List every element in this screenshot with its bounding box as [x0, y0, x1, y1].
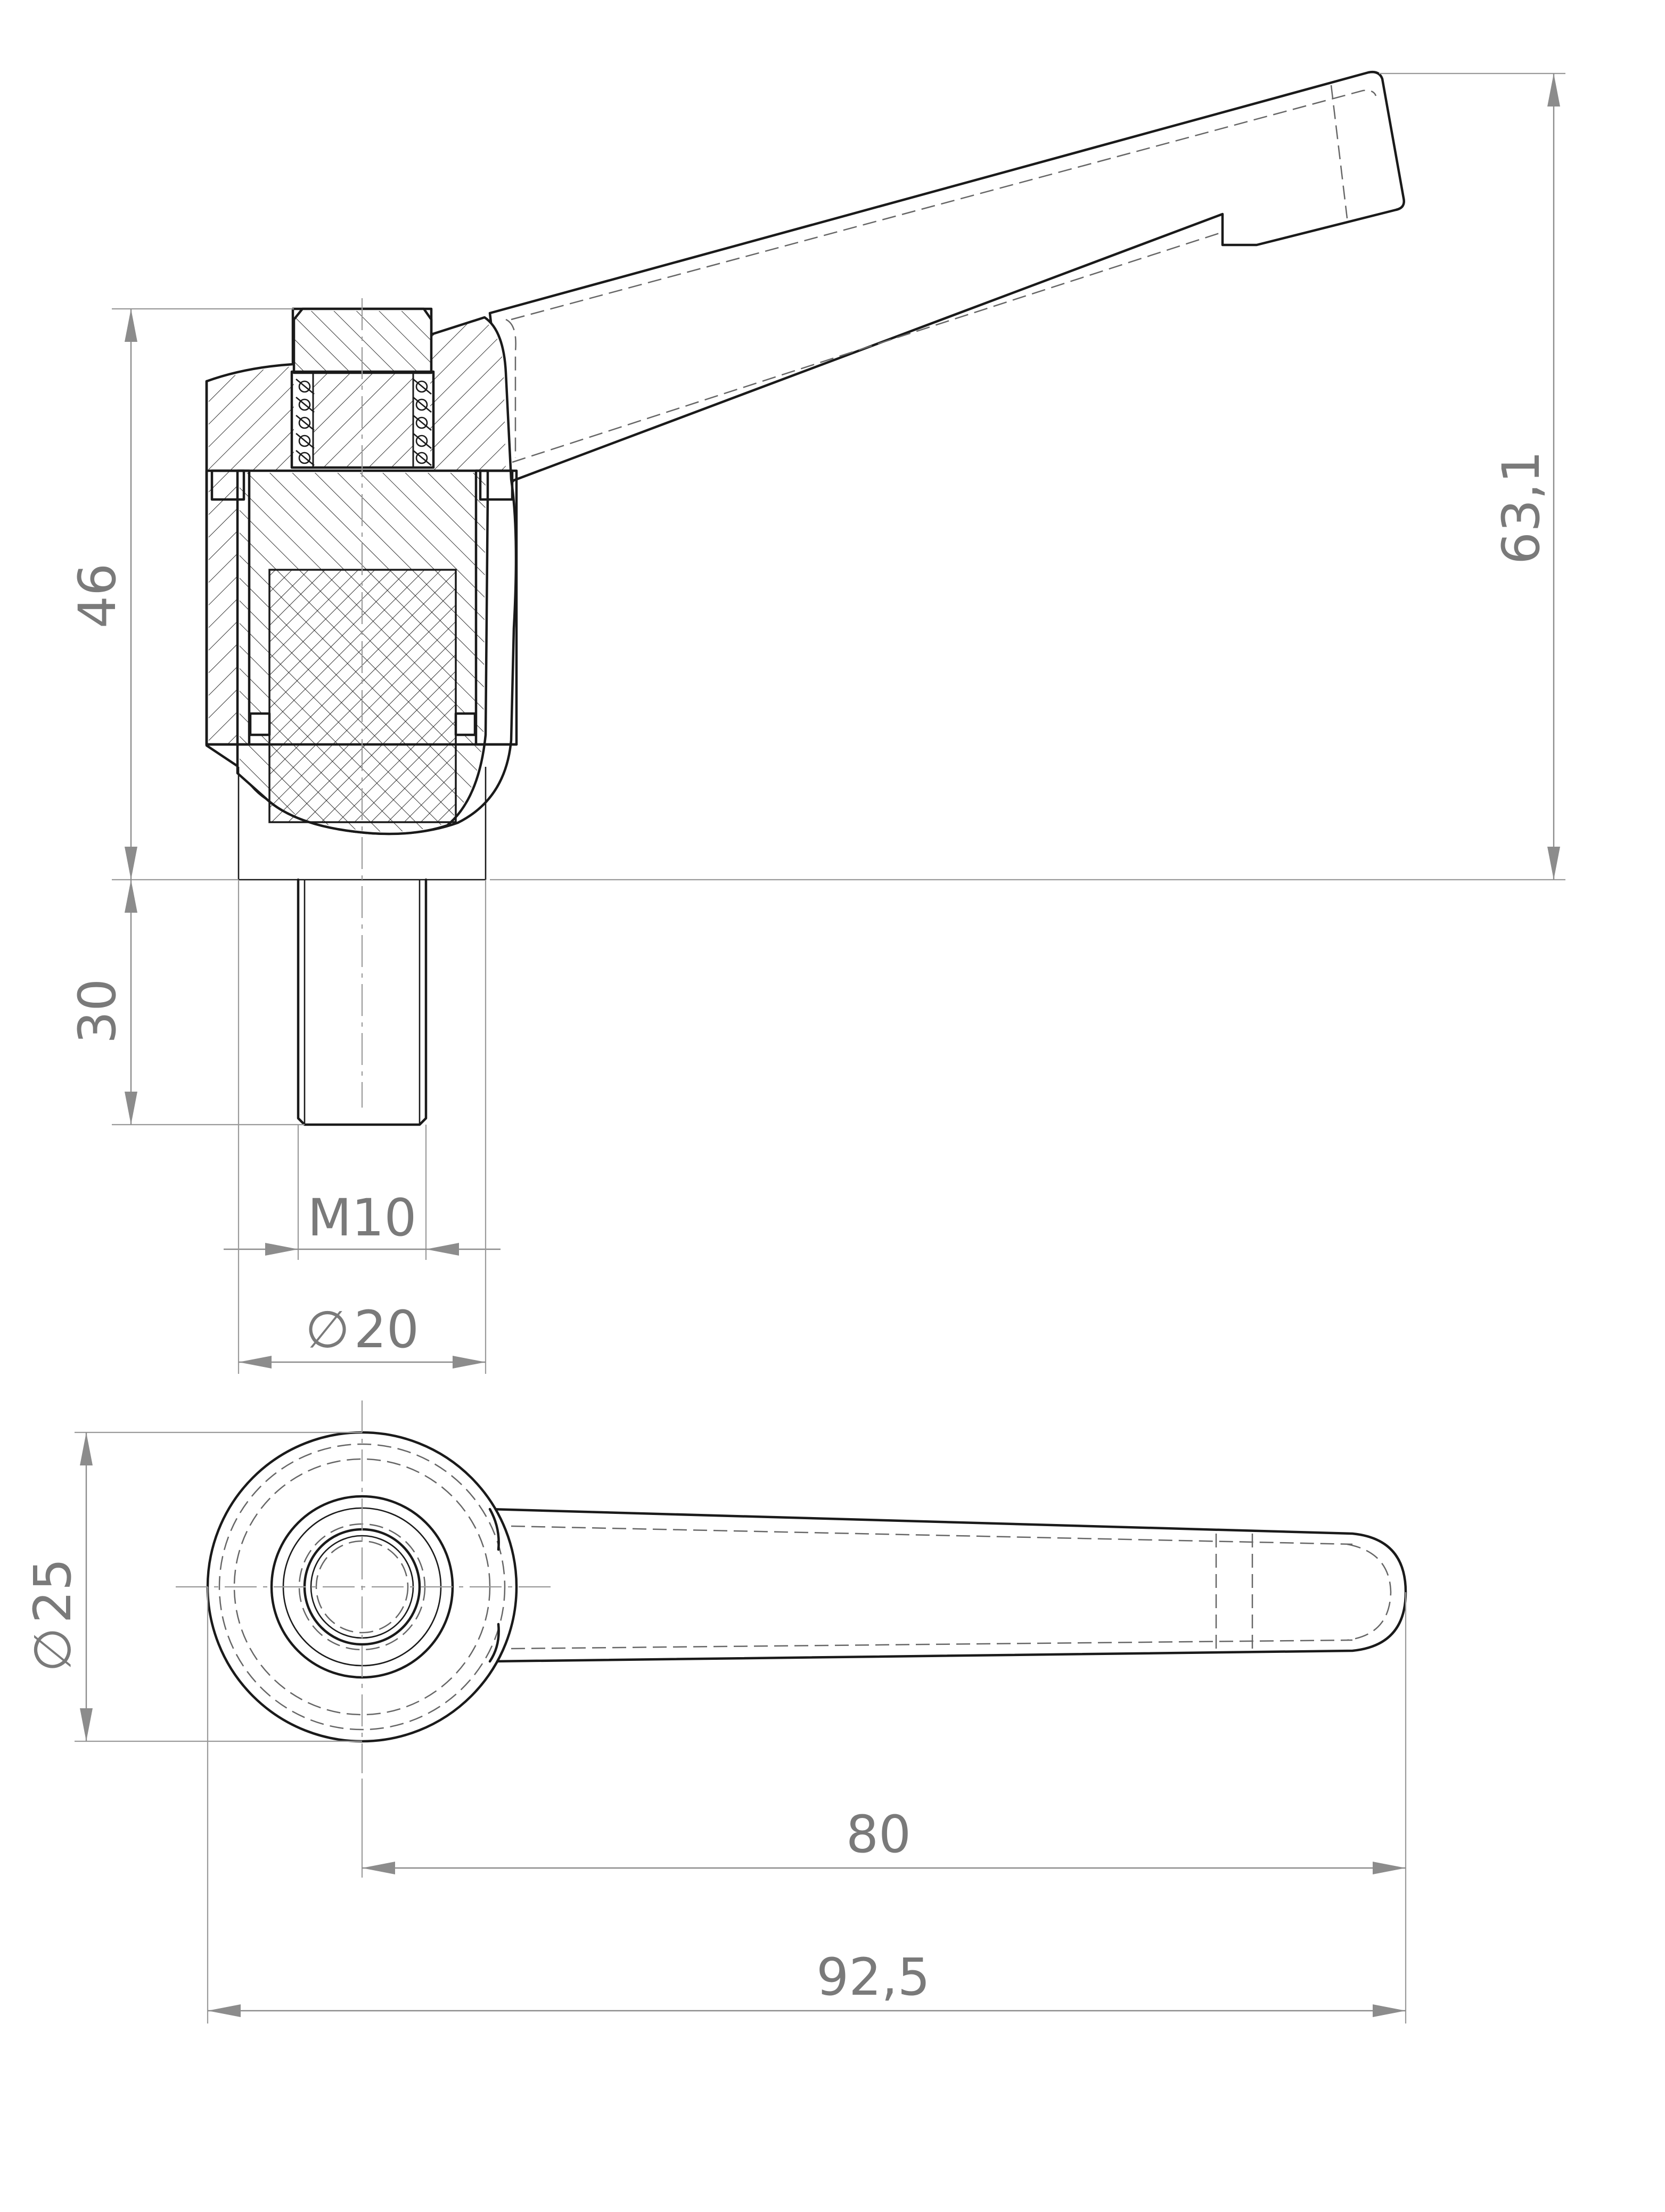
dim-text-hub-diameter: ∅25: [23, 1558, 83, 1672]
dim-text-center-to-tip: 80: [846, 1805, 911, 1864]
side-section-view: [205, 71, 1405, 1126]
lever-hidden-edge-3: [1330, 85, 1348, 219]
dim-text-overall-length: 92,5: [816, 1947, 930, 2007]
lever-hidden-edge-4: [505, 318, 516, 458]
lever-hidden-edge-2: [512, 231, 1223, 463]
sleeve-left-cap: [210, 469, 245, 501]
insert-left-notch: [249, 712, 271, 736]
sleeve-right-cap: [479, 469, 514, 501]
lever-hidden-edge-1: [511, 89, 1377, 321]
plan-lever-tip-hidden: [1347, 1543, 1392, 1641]
hub-diameter-value: 25: [23, 1558, 83, 1623]
threaded-stud: [297, 878, 428, 1126]
plan-lever-hidden-top: [511, 1525, 1353, 1545]
hub-lever-join: [488, 1508, 500, 1663]
plan-lever-hidden-bottom: [511, 1639, 1353, 1650]
lever-arm: [488, 71, 1405, 513]
diameter-symbol: ∅: [305, 1300, 350, 1359]
spring-right: [413, 378, 432, 466]
housing-hatch: [209, 366, 294, 744]
dim-text-body-diameter: ∅20: [305, 1300, 419, 1359]
plan-lever-arm: [488, 1508, 1407, 1663]
insert-right-notch: [454, 712, 477, 736]
spring-left: [296, 378, 315, 466]
dimensions: 63,1 46 30 M10 ∅20 ∅25: [23, 72, 1565, 2023]
body-diameter-value: 20: [354, 1300, 419, 1359]
spring-core: [312, 372, 414, 469]
diameter-symbol-2: ∅: [23, 1627, 83, 1672]
dim-text-thread-size: M10: [308, 1188, 417, 1248]
dim-text-body-height: 46: [68, 563, 127, 628]
plan-view: [176, 1400, 1407, 1773]
housing-hatch-right: [430, 319, 506, 471]
dim-text-lever-height: 63,1: [1491, 450, 1551, 564]
hub-hidden-outer: [218, 1443, 506, 1731]
dim-text-thread-length: 30: [68, 979, 127, 1044]
